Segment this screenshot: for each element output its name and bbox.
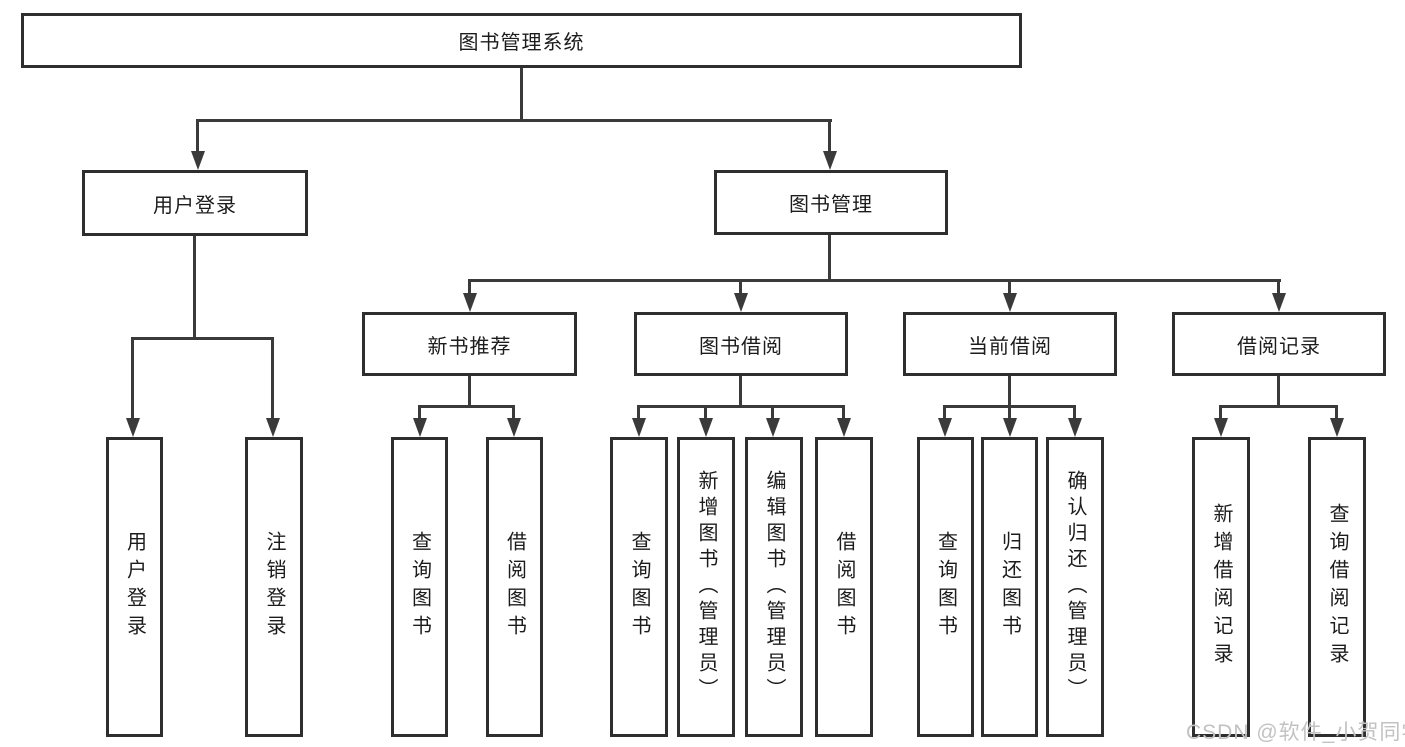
connector-stem-leaf-logout	[271, 337, 274, 420]
node-current-borrow-label: 当前借阅	[968, 335, 1052, 358]
node-book-borrow: 图书借阅	[634, 312, 848, 376]
leaf-bb-add-books-admin: 新增图书（管理员）	[677, 437, 735, 737]
node-user-login-label: 用户登录	[153, 194, 237, 217]
connector-stem-cb-query	[943, 405, 946, 420]
arrow-into-borrow-records	[1272, 293, 1286, 312]
connector-stem-nbr-query	[418, 405, 421, 420]
leaf-bb-borrow-books: 借阅图书	[815, 437, 873, 737]
connector-stem-br-query	[1335, 405, 1338, 420]
leaf-bb-edit-books-admin: 编辑图书（管理员）	[745, 437, 803, 737]
arrow-into-book-borrow	[734, 293, 748, 312]
arrow-into-bb-edit	[766, 418, 780, 437]
connector-new-book-rec-rail	[418, 405, 515, 408]
arrow-into-bb-borrow	[837, 418, 851, 437]
node-borrow-records: 借阅记录	[1172, 312, 1386, 376]
arrow-into-bb-query	[632, 418, 646, 437]
leaf-br-query-record: 查询借阅记录	[1308, 437, 1366, 737]
arrow-into-nbr-borrow	[507, 418, 521, 437]
connector-stem-cb-confirm	[1073, 405, 1076, 420]
arrow-into-bb-add	[699, 418, 713, 437]
connector-book-borrow-stem	[739, 376, 742, 408]
connector-stem-bb-borrow	[842, 405, 845, 420]
connector-new-book-rec-stem	[468, 376, 471, 408]
connector-stem-borrow-records	[1277, 279, 1280, 296]
connector-user-login-stem	[193, 236, 196, 340]
arrow-into-cb-query	[938, 418, 952, 437]
watermark-text: CSDN @软件_小贺同学	[1186, 721, 1405, 744]
connector-stem-book-borrow	[739, 279, 742, 296]
connector-borrow-records-stem	[1277, 376, 1280, 408]
arrow-into-br-query	[1330, 418, 1344, 437]
arrow-into-cb-confirm	[1068, 418, 1082, 437]
arrow-into-leaf-logout	[266, 418, 280, 437]
connector-stem-new-book-rec	[468, 279, 471, 296]
node-root-label: 图书管理系统	[458, 32, 585, 54]
arrow-into-user-login	[191, 151, 205, 170]
connector-level3-rail	[468, 279, 1281, 282]
connector-stem-current-borrow	[1008, 279, 1011, 296]
node-book-mgmt: 图书管理	[714, 170, 948, 235]
connector-stem-bb-query	[637, 405, 640, 420]
arrow-into-cb-return	[1003, 418, 1017, 437]
leaf-logout: 注销登录	[245, 437, 303, 737]
connector-stem-bb-edit	[771, 405, 774, 420]
arrow-into-br-add	[1214, 418, 1228, 437]
leaf-bb-query-books: 查询图书	[610, 437, 668, 737]
arrow-into-leaf-login	[126, 418, 140, 437]
arrow-into-nbr-query	[413, 418, 427, 437]
node-borrow-records-label: 借阅记录	[1237, 335, 1321, 358]
connector-root-stem	[520, 66, 523, 121]
leaf-cb-confirm-return-admin: 确认归还（管理员）	[1046, 437, 1104, 737]
arrow-into-current-borrow	[1003, 293, 1017, 312]
node-book-mgmt-label: 图书管理	[789, 194, 873, 216]
leaf-nbr-query-books: 查询图书	[391, 437, 448, 737]
connector-stem-leaf-login	[131, 337, 134, 420]
connector-book-mgmt-stem	[828, 235, 831, 281]
leaf-user-login: 用户登录	[106, 437, 163, 737]
node-book-borrow-label: 图书借阅	[699, 335, 783, 358]
arrow-into-book-mgmt	[823, 151, 837, 170]
leaf-cb-return-books: 归还图书	[981, 437, 1038, 737]
connector-book-borrow-rail	[637, 405, 845, 408]
node-new-book-rec-label: 新书推荐	[427, 335, 512, 358]
node-new-book-rec: 新书推荐	[362, 312, 577, 376]
connector-stem-cb-return	[1008, 405, 1011, 420]
arrow-into-new-book-rec	[463, 293, 477, 312]
connector-stem-br-add	[1219, 405, 1222, 420]
connector-stem-book-mgmt	[828, 119, 831, 153]
connector-stem-bb-add	[704, 405, 707, 420]
connector-current-borrow-stem	[1008, 376, 1011, 408]
leaf-cb-query-books: 查询图书	[917, 437, 974, 737]
leaf-nbr-borrow-books: 借阅图书	[486, 437, 543, 737]
node-current-borrow: 当前借阅	[903, 312, 1117, 376]
connector-borrow-records-rail	[1219, 405, 1338, 408]
node-root: 图书管理系统	[21, 13, 1022, 68]
leaf-br-add-record: 新增借阅记录	[1192, 437, 1250, 737]
connector-user-login-rail	[131, 337, 274, 340]
node-user-login: 用户登录	[82, 170, 308, 236]
connector-level2-rail	[196, 119, 832, 122]
connector-stem-user-login	[196, 119, 199, 153]
connector-stem-nbr-borrow	[512, 405, 515, 420]
